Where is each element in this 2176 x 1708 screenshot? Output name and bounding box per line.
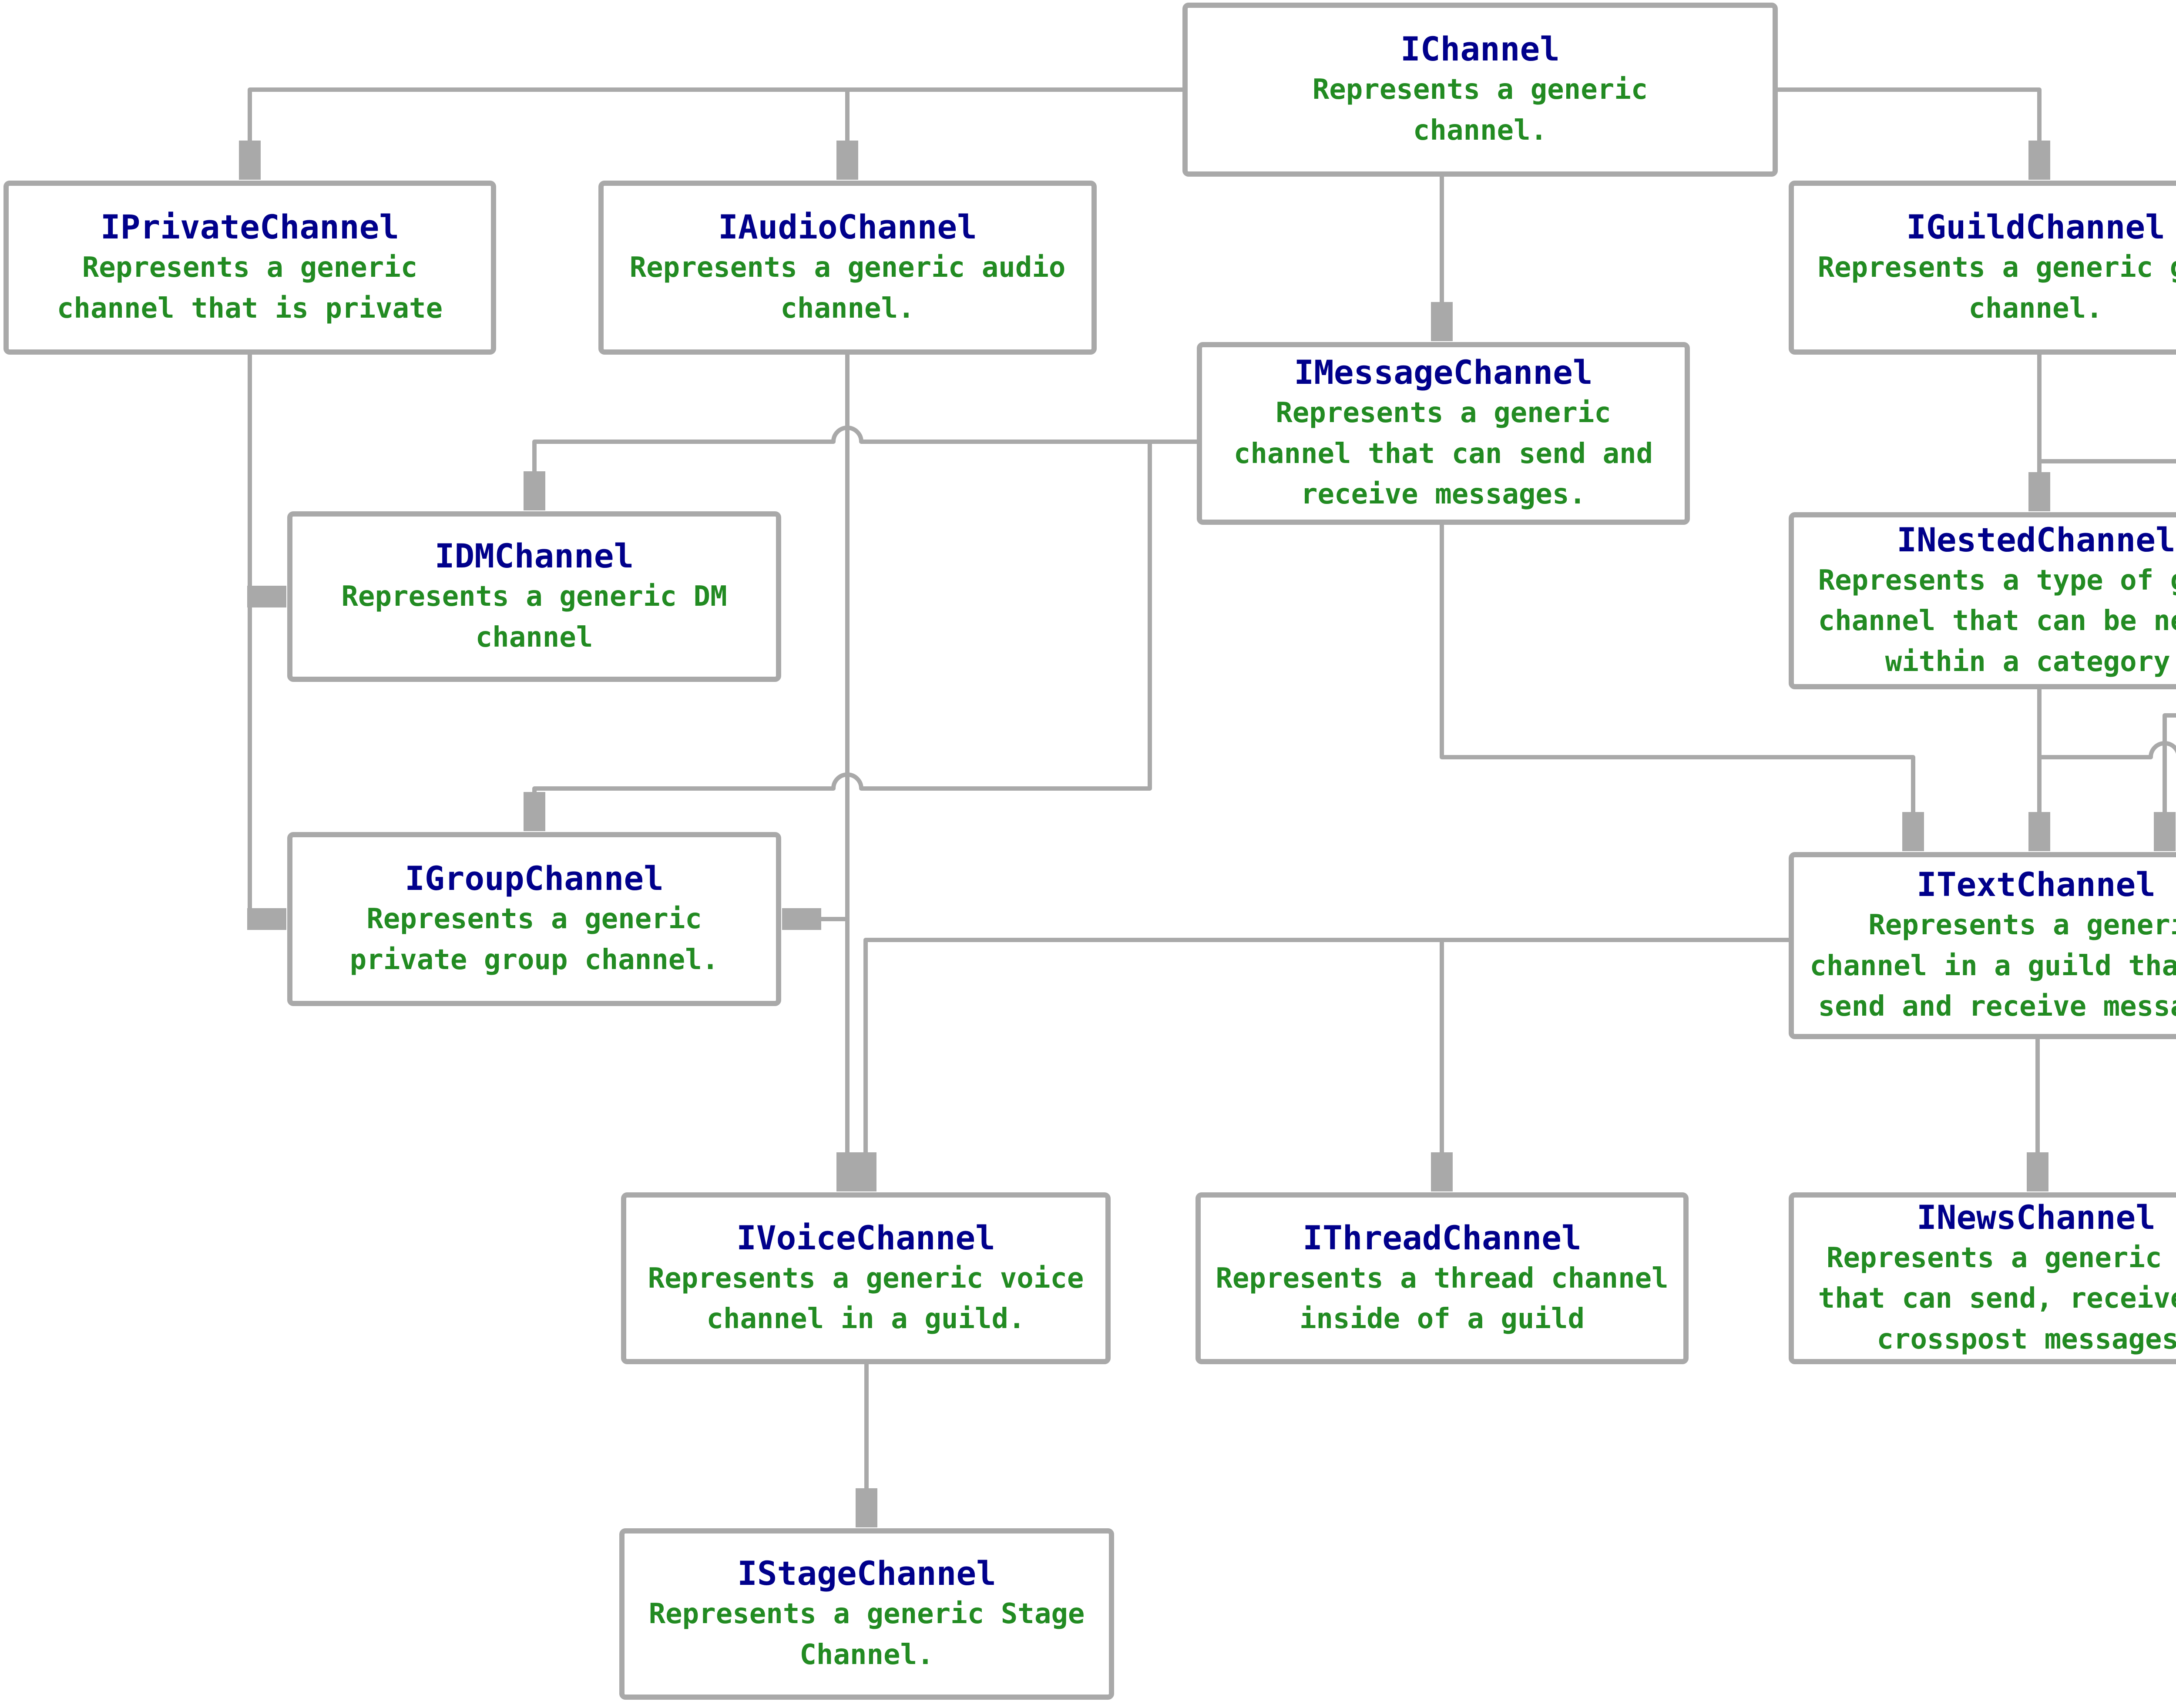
node-inewschannel: INewsChannel Represents a generic news t…	[1789, 1192, 2176, 1364]
node-title: INewsChannel	[1916, 1198, 2156, 1237]
edge-iprivatechannel-igroupchannel	[250, 597, 286, 919]
node-description: Represents a generic DM channel	[341, 581, 727, 654]
node-title: IPrivateChannel	[100, 208, 400, 247]
node-istagechannel: IStageChannel Represents a generic Stage…	[619, 1528, 1114, 1700]
node-title: INestedChannel	[1897, 520, 2176, 559]
node-idmchannel: IDMChannel Represents a generic DM chann…	[287, 511, 781, 682]
node-description: Represents a generic channel that is pri…	[57, 252, 443, 325]
node-itextchannel: ITextChannel Represents a generic channe…	[1789, 852, 2176, 1039]
node-description: Represents a thread channel inside of a …	[1216, 1262, 1669, 1335]
node-description: Represents a generic guild channel.	[1817, 252, 2176, 325]
edge-itextchannel-ivoicechannel	[866, 938, 1789, 1191]
edge-iaudiochannel-igroupchannel	[782, 355, 850, 919]
node-description: Represents a generic voice channel in a …	[648, 1262, 1084, 1335]
node-description: Represents a generic channel that can se…	[1233, 397, 1653, 511]
node-ivoicechannel: IVoiceChannel Represents a generic voice…	[621, 1192, 1111, 1364]
node-title: ITextChannel	[1916, 865, 2156, 904]
node-title: IGroupChannel	[405, 859, 664, 898]
node-description: Represents a generic news that can send,…	[1818, 1242, 2176, 1356]
node-description: Represents a generic Stage Channel.	[648, 1598, 1085, 1671]
node-description: Represents a type of guild channel that …	[1818, 564, 2176, 678]
node-iguildchannel: IGuildChannel Represents a generic guild…	[1789, 181, 2176, 355]
node-description: Represents a generic audio channel.	[629, 252, 1066, 325]
edge-imessagechannel-idmchannel	[534, 426, 1197, 510]
node-ithreadchannel: IThreadChannel Represents a thread chann…	[1195, 1192, 1689, 1364]
node-inestedchannel: INestedChannel Represents a type of guil…	[1789, 512, 2176, 689]
node-ichannel: IChannel Represents a generic channel.	[1182, 3, 1778, 177]
node-title: IGuildChannel	[1906, 208, 2165, 247]
node-title: IChannel	[1400, 30, 1560, 69]
node-title: IStageChannel	[737, 1554, 996, 1593]
edge-iprivatechannel-idmchannel	[250, 355, 286, 597]
node-iprivatechannel: IPrivateChannel Represents a generic cha…	[3, 181, 496, 355]
edge-ichannel-iprivatechannel	[250, 87, 1182, 180]
node-title: IAudioChannel	[718, 208, 977, 247]
node-description: Represents a generic channel in a guild …	[1810, 909, 2176, 1023]
node-description: Represents a generic private group chann…	[349, 903, 719, 976]
node-title: IDMChannel	[434, 537, 634, 576]
node-igroupchannel: IGroupChannel Represents a generic priva…	[287, 832, 781, 1006]
node-title: IVoiceChannel	[736, 1218, 995, 1257]
edge-iintegrationchannel-itextchannel	[2165, 713, 2176, 851]
node-imessagechannel: IMessageChannel Represents a generic cha…	[1197, 342, 1690, 525]
node-title: IMessageChannel	[1294, 353, 1593, 392]
edge-imessagechannel-itextchannel	[1440, 525, 1913, 851]
edge-inestedchannel-iforumchannel	[2039, 741, 2176, 759]
node-description: Represents a generic channel.	[1312, 74, 1648, 147]
edge-iguildchannel-iintegrationchannel	[2039, 459, 2176, 463]
edge-ichannel-iguildchannel	[1778, 87, 2039, 180]
node-iaudiochannel: IAudioChannel Represents a generic audio…	[598, 181, 1097, 355]
node-title: IThreadChannel	[1303, 1218, 1582, 1257]
